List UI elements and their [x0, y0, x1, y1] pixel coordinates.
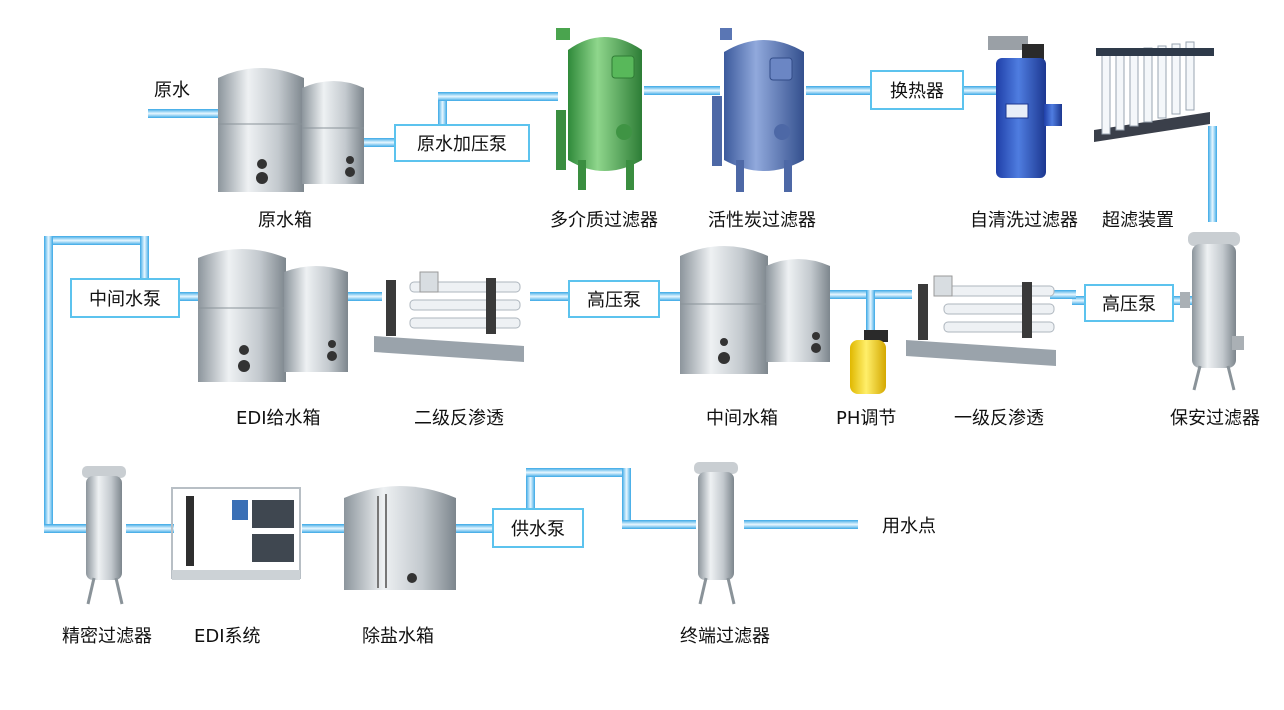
self-clean-filter-label: 自清洗过滤器 — [970, 210, 1078, 231]
activated-carbon-filter-illustration — [712, 28, 804, 192]
self-cleaning-filter-illustration — [988, 36, 1062, 178]
ultrafiltration-label: 超滤装置 — [1102, 210, 1174, 231]
raw-water-tank-illustration — [218, 68, 364, 192]
heat-exchanger-box: 换热器 — [870, 70, 964, 110]
high-pump-mid-box: 高压泵 — [568, 280, 660, 318]
multimedia-filter-label: 多介质过滤器 — [550, 210, 658, 231]
middle-tank-right-label: 中间水箱 — [706, 408, 778, 429]
middle-pump-box: 中间水泵 — [70, 278, 180, 318]
ro-stage2-illustration — [374, 271, 524, 362]
ro-stage2-label: 二级反渗透 — [414, 408, 504, 429]
ro-stage1-illustration — [906, 275, 1056, 366]
edi-system-label: EDI系统 — [194, 626, 261, 647]
ph-dosing-tank-illustration — [850, 330, 888, 394]
precision-filter-illustration — [82, 466, 126, 605]
use-point-label: 用水点 — [882, 516, 936, 537]
desalted-tank-illustration — [344, 486, 456, 590]
carbon-filter-label: 活性炭过滤器 — [708, 210, 816, 231]
ph-adjust-label: PH调节 — [836, 408, 897, 429]
raw-tank-label: 原水箱 — [258, 210, 312, 231]
security-filter-label: 保安过滤器 — [1170, 408, 1260, 429]
precision-filter-label: 精密过滤器 — [62, 626, 152, 647]
terminal-filter-label: 终端过滤器 — [680, 626, 770, 647]
ultrafiltration-unit-illustration — [1094, 41, 1214, 142]
edi-feed-tank-illustration — [198, 249, 348, 382]
security-filter-illustration — [1180, 232, 1244, 391]
ro-stage1-label: 一级反渗透 — [954, 408, 1044, 429]
multimedia-filter-illustration — [556, 28, 642, 190]
terminal-filter-illustration — [694, 462, 738, 605]
pipe-network — [44, 86, 1217, 533]
supply-pump-box: 供水泵 — [492, 508, 584, 548]
raw-water-label: 原水 — [154, 80, 190, 101]
high-pump-right-box: 高压泵 — [1084, 284, 1174, 322]
desalted-tank-label: 除盐水箱 — [362, 626, 434, 647]
middle-tank-right-illustration — [680, 246, 830, 374]
edi-system-illustration — [171, 487, 301, 580]
edi-feed-tank-label: EDI给水箱 — [236, 408, 321, 429]
raw-pump-box: 原水加压泵 — [394, 124, 530, 162]
